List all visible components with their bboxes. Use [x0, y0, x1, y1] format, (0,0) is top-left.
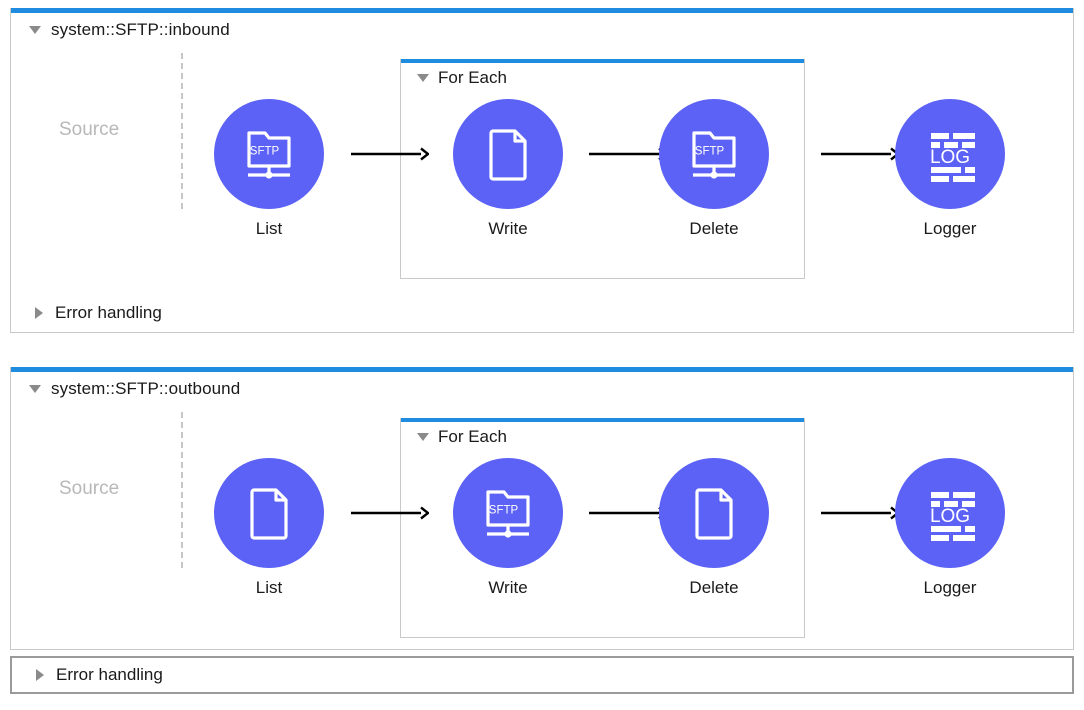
flow-accent-bar — [11, 367, 1073, 372]
node-icon-circle[interactable]: SFTP — [214, 99, 324, 209]
scope-title: For Each — [438, 427, 507, 446]
node-label: Logger — [923, 219, 977, 238]
svg-text:LOG: LOG — [930, 506, 970, 527]
triangle-down-icon[interactable] — [417, 74, 429, 82]
node-icon-circle[interactable]: SFTP — [453, 458, 563, 568]
connector-arrow — [351, 147, 429, 161]
source-placeholder-label[interactable]: Source — [59, 478, 120, 499]
node-label: List — [255, 578, 283, 597]
triangle-right-icon[interactable] — [36, 669, 44, 681]
flow-container-outbound[interactable]: system::SFTP::outbound Source For Each — [10, 367, 1074, 650]
node-logger-inbound[interactable]: LOG Logger — [895, 99, 1005, 239]
error-handling-label: Error handling — [55, 303, 162, 322]
flow-body-inbound: Source For Each SFTP — [11, 47, 1073, 279]
document-icon — [250, 488, 288, 540]
node-logger-outbound[interactable]: LOG Logger — [895, 458, 1005, 598]
node-icon-circle[interactable] — [453, 99, 563, 209]
source-divider — [181, 412, 183, 568]
connector-arrow — [351, 506, 429, 520]
connector-arrow — [589, 506, 667, 520]
triangle-down-icon[interactable] — [29, 385, 41, 393]
scope-accent-bar — [401, 418, 804, 422]
node-write-outbound[interactable]: SFTP Write — [453, 458, 563, 598]
flow-container-inbound[interactable]: system::SFTP::inbound Source For Each — [10, 8, 1074, 333]
triangle-down-icon[interactable] — [417, 433, 429, 441]
error-handling-row-inbound[interactable]: Error handling — [11, 298, 1073, 328]
svg-text:SFTP: SFTP — [250, 146, 280, 158]
node-icon-circle[interactable]: LOG — [895, 458, 1005, 568]
node-label: Write — [488, 219, 528, 238]
node-label: Delete — [689, 578, 739, 597]
scope-accent-bar — [401, 59, 804, 63]
flow-header-outbound[interactable]: system::SFTP::outbound — [11, 372, 1073, 406]
flow-title: system::SFTP::outbound — [51, 379, 241, 398]
node-list-inbound[interactable]: SFTP List — [214, 99, 324, 239]
node-label: Logger — [923, 578, 977, 597]
svg-text:SFTP: SFTP — [489, 505, 519, 517]
sftp-icon: SFTP — [692, 131, 736, 179]
svg-text:SFTP: SFTP — [695, 146, 725, 158]
log-icon: LOG — [930, 133, 975, 182]
svg-text:LOG: LOG — [930, 147, 970, 168]
node-icon-circle[interactable] — [659, 458, 769, 568]
flow-title: system::SFTP::inbound — [51, 20, 230, 39]
triangle-right-icon[interactable] — [35, 307, 43, 319]
source-placeholder-label[interactable]: Source — [59, 119, 120, 140]
connector-arrow — [589, 147, 667, 161]
node-label: Delete — [689, 219, 739, 238]
document-icon — [489, 129, 527, 181]
sftp-icon: SFTP — [247, 131, 291, 179]
flow-body-outbound: Source For Each List — [11, 406, 1073, 638]
node-write-inbound[interactable]: Write — [453, 99, 563, 239]
node-icon-circle[interactable]: SFTP — [659, 99, 769, 209]
node-delete-inbound[interactable]: SFTP Delete — [659, 99, 769, 239]
flow-accent-bar — [11, 8, 1073, 13]
sftp-icon: SFTP — [486, 490, 530, 538]
node-delete-outbound[interactable]: Delete — [659, 458, 769, 598]
scope-header[interactable]: For Each — [401, 422, 804, 452]
document-icon — [695, 488, 733, 540]
node-label: List — [255, 219, 283, 238]
scope-title: For Each — [438, 68, 507, 87]
triangle-down-icon[interactable] — [29, 26, 41, 34]
flow-header-inbound[interactable]: system::SFTP::inbound — [11, 13, 1073, 47]
scope-header[interactable]: For Each — [401, 63, 804, 93]
error-handling-row-outbound[interactable]: Error handling — [10, 656, 1074, 694]
node-icon-circle[interactable]: LOG — [895, 99, 1005, 209]
connector-arrow — [821, 147, 899, 161]
error-handling-label: Error handling — [56, 665, 163, 684]
connector-arrow — [821, 506, 899, 520]
node-label: Write — [488, 578, 528, 597]
source-divider — [181, 53, 183, 209]
node-list-outbound[interactable]: List — [214, 458, 324, 598]
node-icon-circle[interactable] — [214, 458, 324, 568]
log-icon: LOG — [930, 492, 975, 541]
